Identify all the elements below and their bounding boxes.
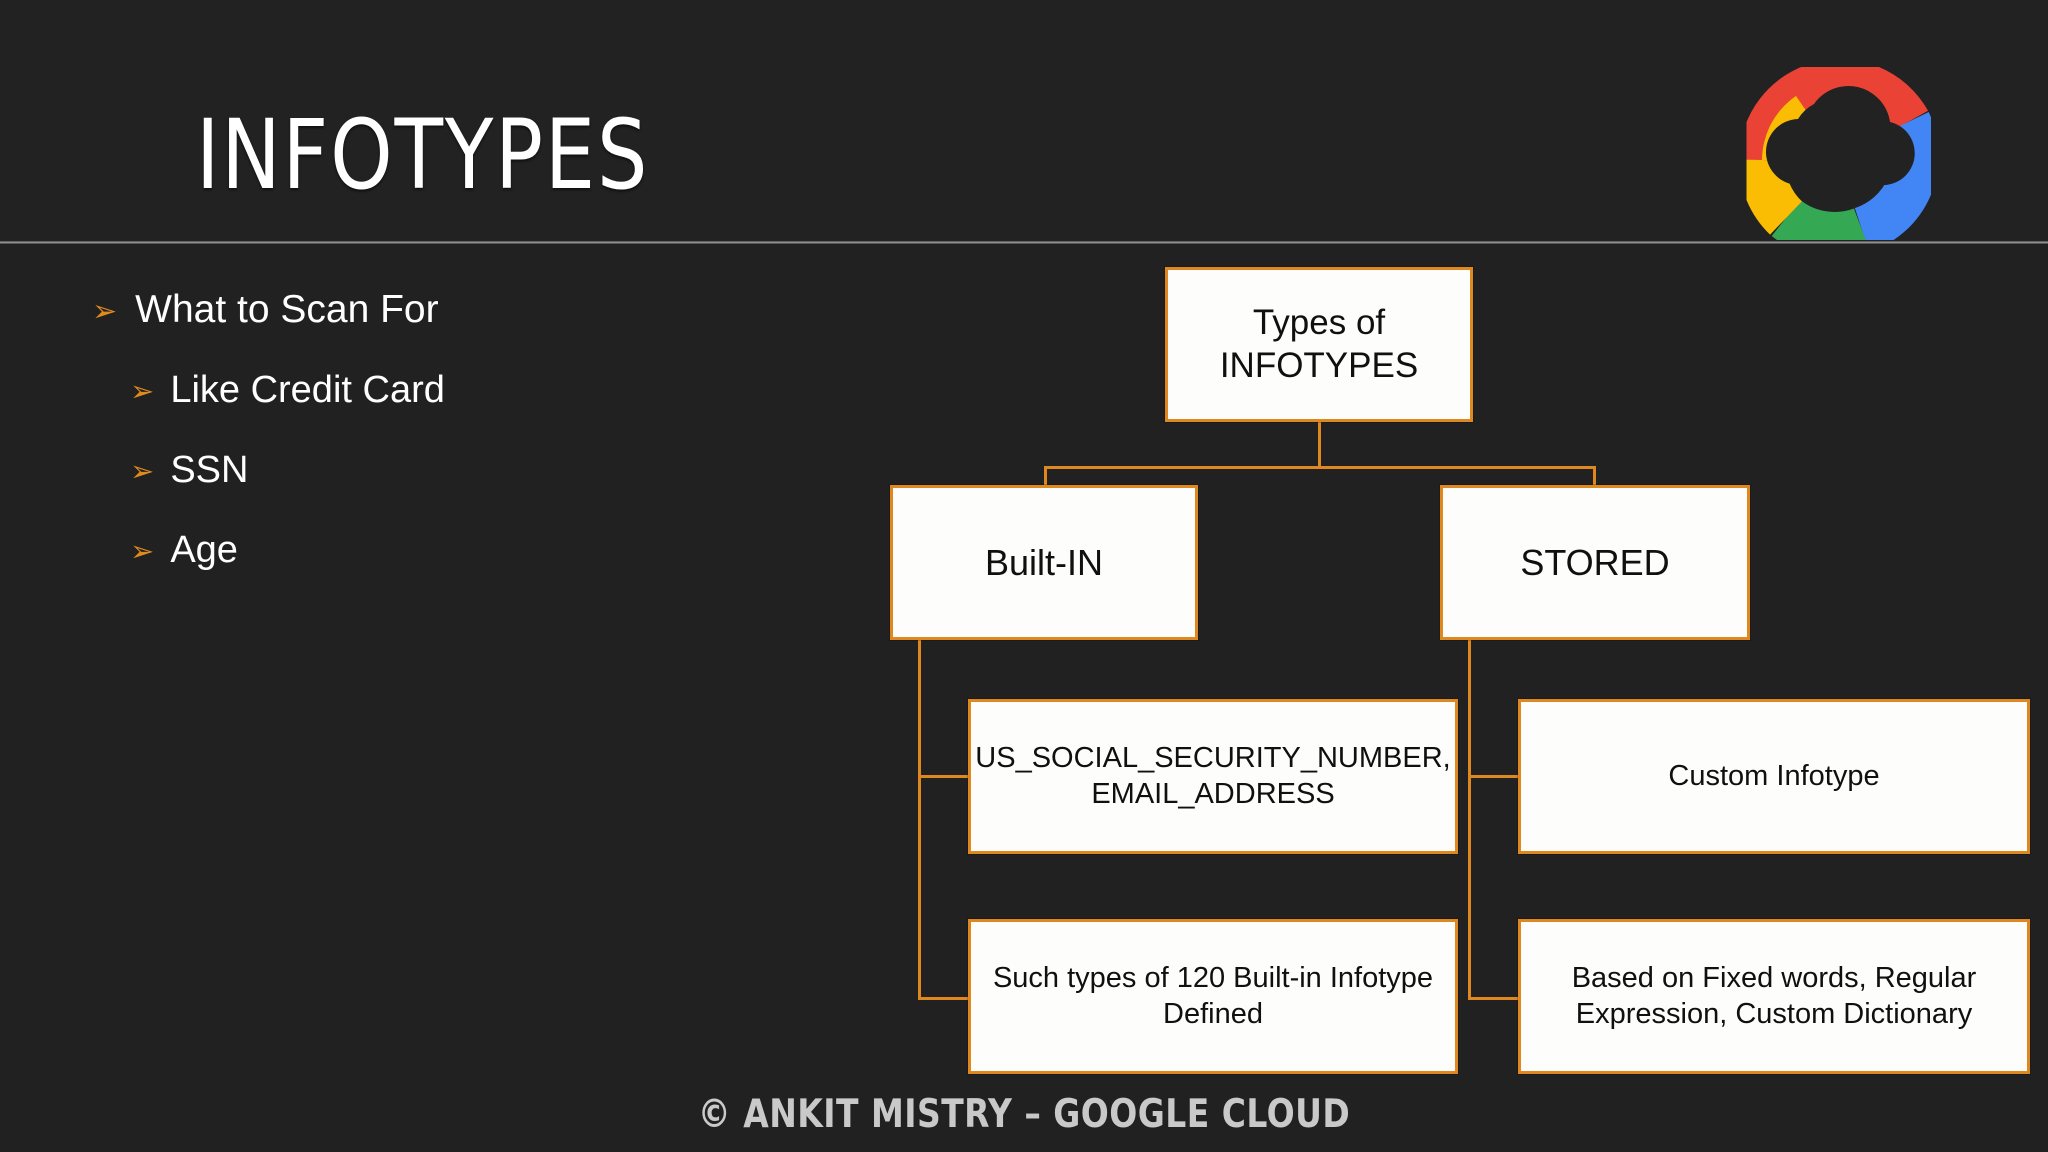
arrow-bullet-icon: ➢ — [130, 455, 155, 488]
list-item: ➢ SSN — [92, 448, 712, 491]
header-divider — [0, 241, 2048, 244]
connector-stored-spine — [1468, 638, 1471, 1000]
node-custom-infotype: Custom Infotype — [1518, 699, 2030, 854]
arrow-bullet-icon: ➢ — [130, 535, 155, 568]
connector-builtin-up — [1044, 466, 1047, 487]
node-built-in: Built-IN — [890, 485, 1198, 640]
node-label: STORED — [1520, 541, 1670, 583]
connector-stored-stub-2 — [1468, 997, 1520, 1000]
node-label: Built-IN — [984, 541, 1104, 583]
arrow-bullet-icon: ➢ — [130, 375, 155, 408]
list-item-label: Age — [170, 528, 238, 571]
node-stored: STORED — [1440, 485, 1750, 640]
node-label: Custom Infotype — [1668, 759, 1880, 792]
node-builtin-examples: US_SOCIAL_SECURITY_NUMBER, EMAIL_ADDRESS — [968, 699, 1458, 854]
list-item-label: SSN — [170, 448, 249, 491]
header-band — [0, 0, 2048, 243]
connector-horizontal-bar — [1044, 466, 1596, 469]
google-cloud-logo — [1710, 30, 1970, 258]
connector-builtin-spine — [918, 638, 921, 1000]
node-label: Based on Fixed words, Regular Expression… — [1571, 962, 1977, 1030]
node-stored-basis: Based on Fixed words, Regular Expression… — [1518, 919, 2030, 1074]
list-item: ➢ Age — [92, 528, 712, 571]
node-label: Types of INFOTYPES — [1219, 302, 1419, 385]
connector-stored-stub-1 — [1468, 775, 1520, 778]
bullet-list: ➢ What to Scan For ➢ Like Credit Card ➢ … — [92, 288, 712, 611]
node-label: US_SOCIAL_SECURITY_NUMBER, EMAIL_ADDRESS — [975, 742, 1451, 810]
connector-builtin-stub-2 — [918, 997, 970, 1000]
list-item: ➢ What to Scan For — [92, 288, 712, 331]
node-types-of-infotypes: Types of INFOTYPES — [1165, 267, 1473, 422]
connector-stored-up — [1593, 466, 1596, 487]
node-builtin-count: Such types of 120 Built-in Infotype Defi… — [968, 919, 1458, 1074]
footer-credit: © ANKIT MISTRY – GOOGLE CLOUD — [697, 1092, 1351, 1137]
connector-root-down — [1318, 422, 1321, 468]
arrow-bullet-icon: ➢ — [92, 295, 118, 328]
connector-builtin-stub-1 — [918, 775, 970, 778]
page-title: INFOTYPES — [196, 99, 650, 211]
list-item-label: Like Credit Card — [170, 368, 445, 411]
list-item-label: What to Scan For — [135, 288, 439, 331]
list-item: ➢ Like Credit Card — [92, 368, 712, 411]
node-label: Such types of 120 Built-in Infotype Defi… — [992, 962, 1434, 1030]
